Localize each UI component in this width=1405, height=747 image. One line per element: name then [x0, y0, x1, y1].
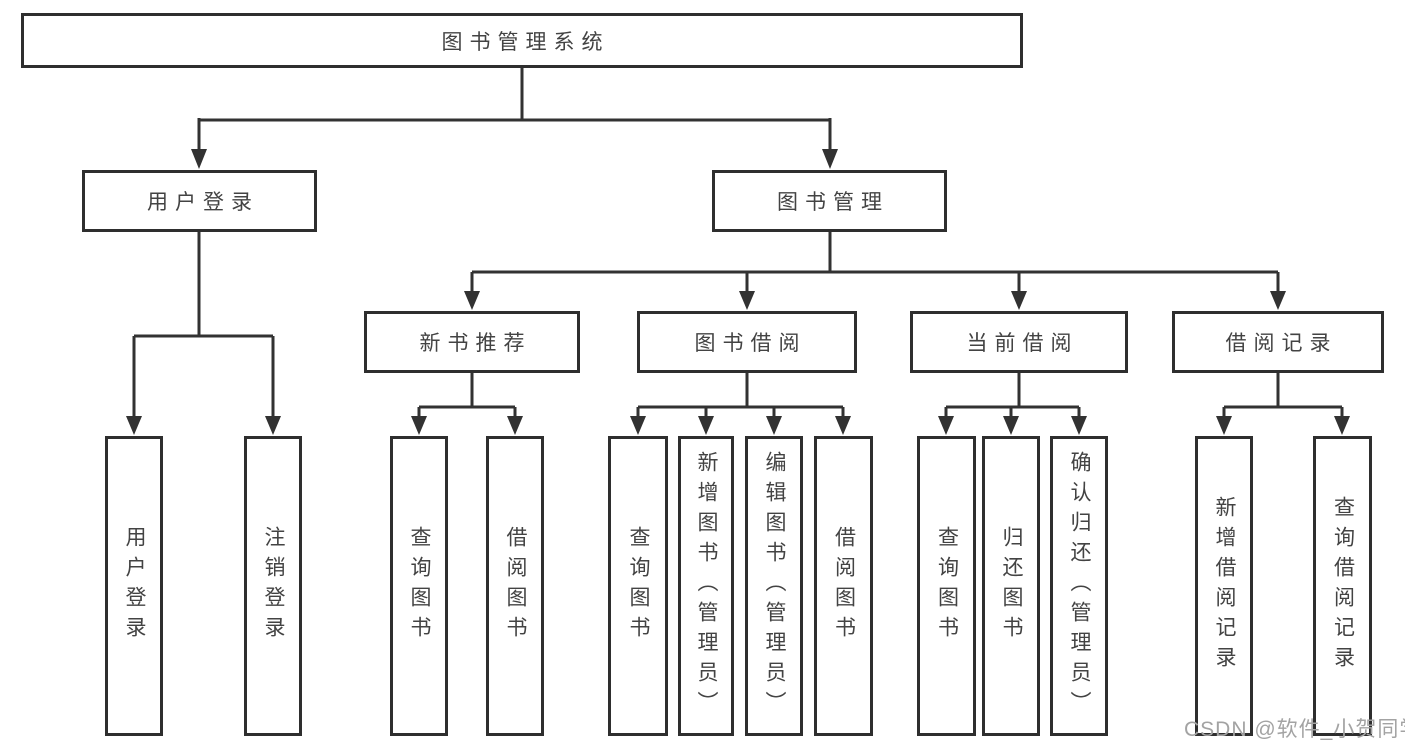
node-label: 查询图书	[627, 526, 650, 646]
node-label: 图书借阅	[694, 332, 807, 355]
node-borrowing-records: 借阅记录	[1172, 311, 1384, 373]
node-return-book: 归还图书	[982, 436, 1040, 736]
node-label: 图书管理	[777, 191, 889, 214]
node-label: 查询图书	[408, 526, 431, 646]
node-label: 新增图书（管理员）	[695, 451, 718, 721]
node-label: 用户登录	[123, 526, 146, 646]
node-label: 新增借阅记录	[1213, 496, 1236, 676]
node-library-management-system: 图书管理系统	[21, 13, 1023, 68]
node-label: 查询图书	[935, 526, 959, 646]
node-add-book-admin: 新增图书（管理员）	[678, 436, 734, 736]
node-label: 新书推荐	[419, 332, 532, 355]
node-borrow-books-borrowing: 借阅图书	[814, 436, 873, 736]
connector-borrowing-records	[1216, 373, 1350, 435]
node-book-borrowing: 图书借阅	[637, 311, 857, 373]
node-login: 用户登录	[105, 436, 163, 736]
node-confirm-return-admin: 确认归还（管理员）	[1050, 436, 1108, 736]
connector-current-borrowing	[938, 373, 1087, 435]
node-borrow-books-recommend: 借阅图书	[486, 436, 544, 736]
node-label: 查询借阅记录	[1331, 496, 1355, 676]
node-query-books-recommend: 查询图书	[390, 436, 448, 736]
node-query-books-borrowing: 查询图书	[608, 436, 668, 736]
node-logout: 注销登录	[244, 436, 302, 736]
node-label: 确认归还（管理员）	[1068, 451, 1091, 721]
connector-book-borrowing	[630, 373, 851, 435]
node-label: 归还图书	[1000, 526, 1023, 646]
node-query-books-current: 查询图书	[917, 436, 976, 736]
node-label: 借阅图书	[504, 526, 527, 646]
node-label: 用户登录	[147, 191, 259, 214]
node-add-borrow-record: 新增借阅记录	[1195, 436, 1253, 736]
node-label: 借阅图书	[832, 526, 856, 646]
node-new-book-recommendation: 新书推荐	[364, 311, 580, 373]
connector-root	[191, 66, 838, 169]
node-edit-book-admin: 编辑图书（管理员）	[745, 436, 803, 736]
node-label: 当前借阅	[966, 332, 1079, 355]
node-label: 借阅记录	[1225, 332, 1338, 355]
node-label: 图书管理系统	[441, 30, 610, 54]
watermark: CSDN @软件_小贺同学	[1184, 718, 1405, 741]
node-label: 编辑图书（管理员）	[763, 451, 786, 721]
connector-user-login	[126, 232, 281, 435]
node-user-login: 用户登录	[82, 170, 317, 232]
node-current-borrowing: 当前借阅	[910, 311, 1128, 373]
node-label: 注销登录	[262, 526, 285, 646]
connector-new-book-recommendation	[411, 373, 523, 435]
node-query-borrow-record: 查询借阅记录	[1313, 436, 1372, 736]
connector-book-management	[464, 232, 1286, 310]
node-book-management: 图书管理	[712, 170, 947, 232]
